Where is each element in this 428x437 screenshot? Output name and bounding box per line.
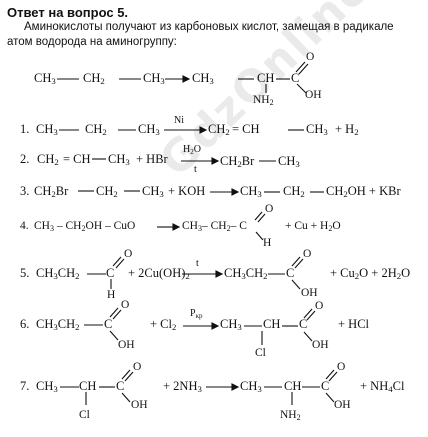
answer-title: Ответ на вопрос 5. [7,5,129,20]
intro-line-1: Аминокислоты получают из карбоновых кисл… [24,21,394,33]
intro-line-2: атом водорода на аминогруппу: [7,36,177,48]
